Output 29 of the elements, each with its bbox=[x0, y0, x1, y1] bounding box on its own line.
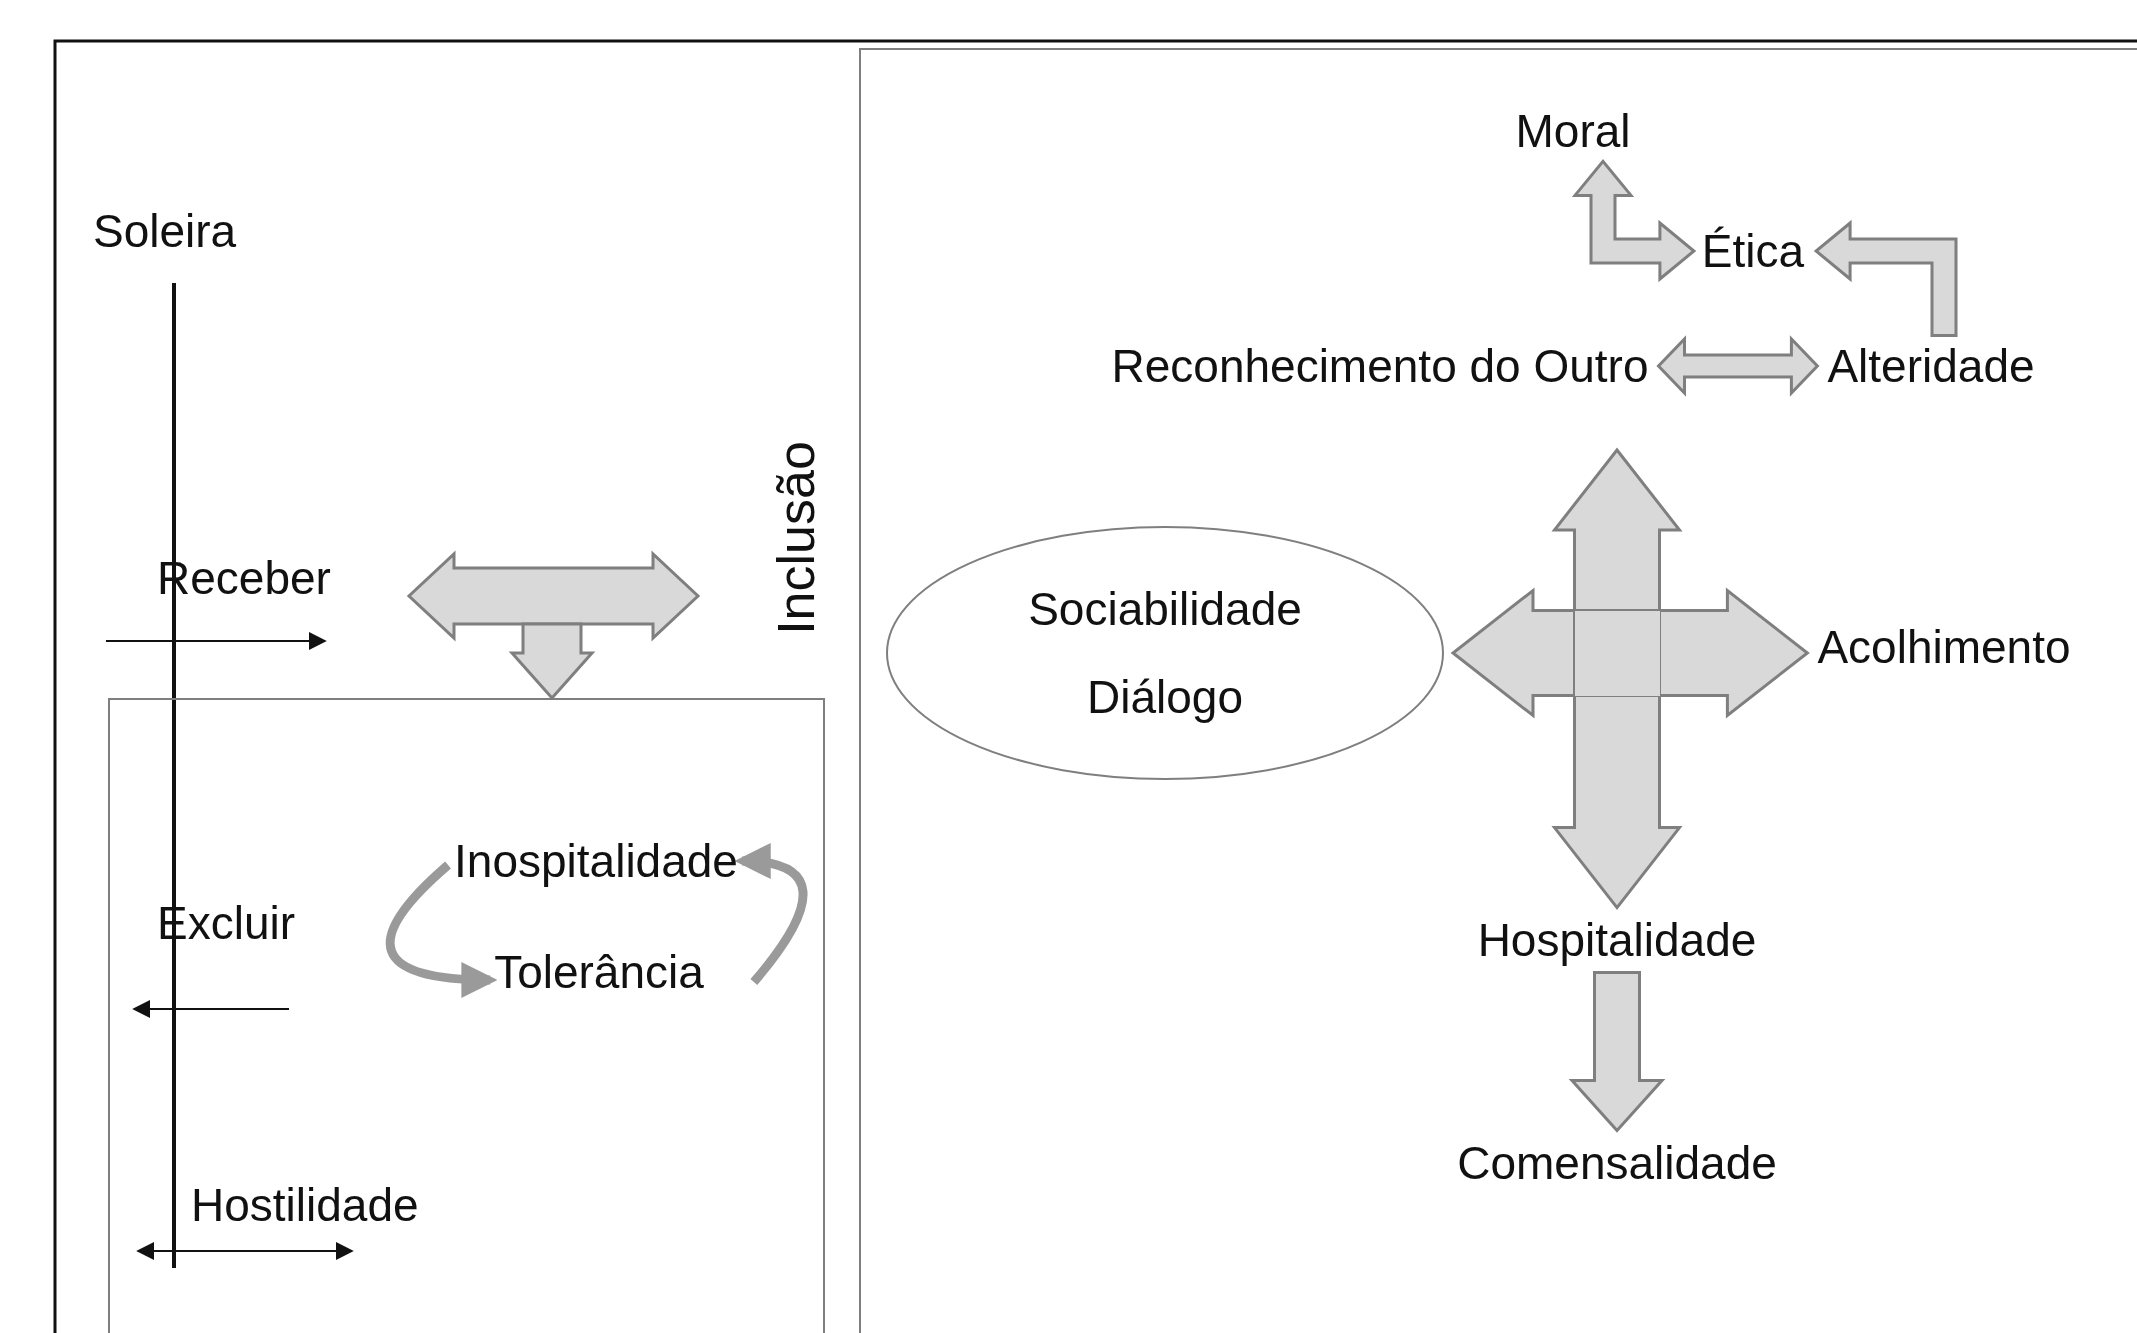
concept-label: Ética bbox=[1701, 224, 1805, 278]
block-arrow bbox=[734, 844, 808, 985]
concept-label: Inospitalidade bbox=[454, 834, 738, 888]
node-text: Diálogo bbox=[1087, 670, 1243, 724]
concept-label: Alteridade bbox=[1827, 339, 2035, 393]
block-arrow bbox=[1450, 587, 1576, 719]
text-label: Soleira bbox=[93, 205, 237, 258]
panel-box bbox=[859, 48, 2137, 1333]
concept-label: Hospitalidade bbox=[1477, 913, 1757, 967]
four-way-arrow-hub bbox=[1574, 610, 1660, 696]
ellipse-node bbox=[885, 525, 1445, 781]
concept-label: Comensalidade bbox=[1457, 1136, 1777, 1190]
block-arrow bbox=[1571, 159, 1697, 283]
block-arrow bbox=[1656, 335, 1820, 397]
concept-label: Reconhecimento do Outro bbox=[1111, 339, 1649, 393]
block-arrow bbox=[1658, 587, 1810, 719]
concept-label: Moral bbox=[1515, 104, 1631, 158]
block-arrow bbox=[1813, 219, 1958, 338]
text-label: Hostilidade bbox=[191, 1179, 419, 1232]
concept-label: Acolhimento bbox=[1817, 620, 2071, 674]
block-arrow bbox=[1568, 970, 1666, 1133]
node-text: Sociabilidade bbox=[1028, 582, 1302, 636]
block-arrow bbox=[508, 622, 596, 701]
block-arrow bbox=[385, 861, 498, 998]
block-arrow bbox=[1551, 447, 1683, 612]
panel-box bbox=[108, 698, 825, 1333]
concept-label: Tolerância bbox=[494, 945, 704, 999]
text-label: Inclusão bbox=[767, 441, 827, 635]
block-arrow bbox=[1551, 694, 1683, 911]
